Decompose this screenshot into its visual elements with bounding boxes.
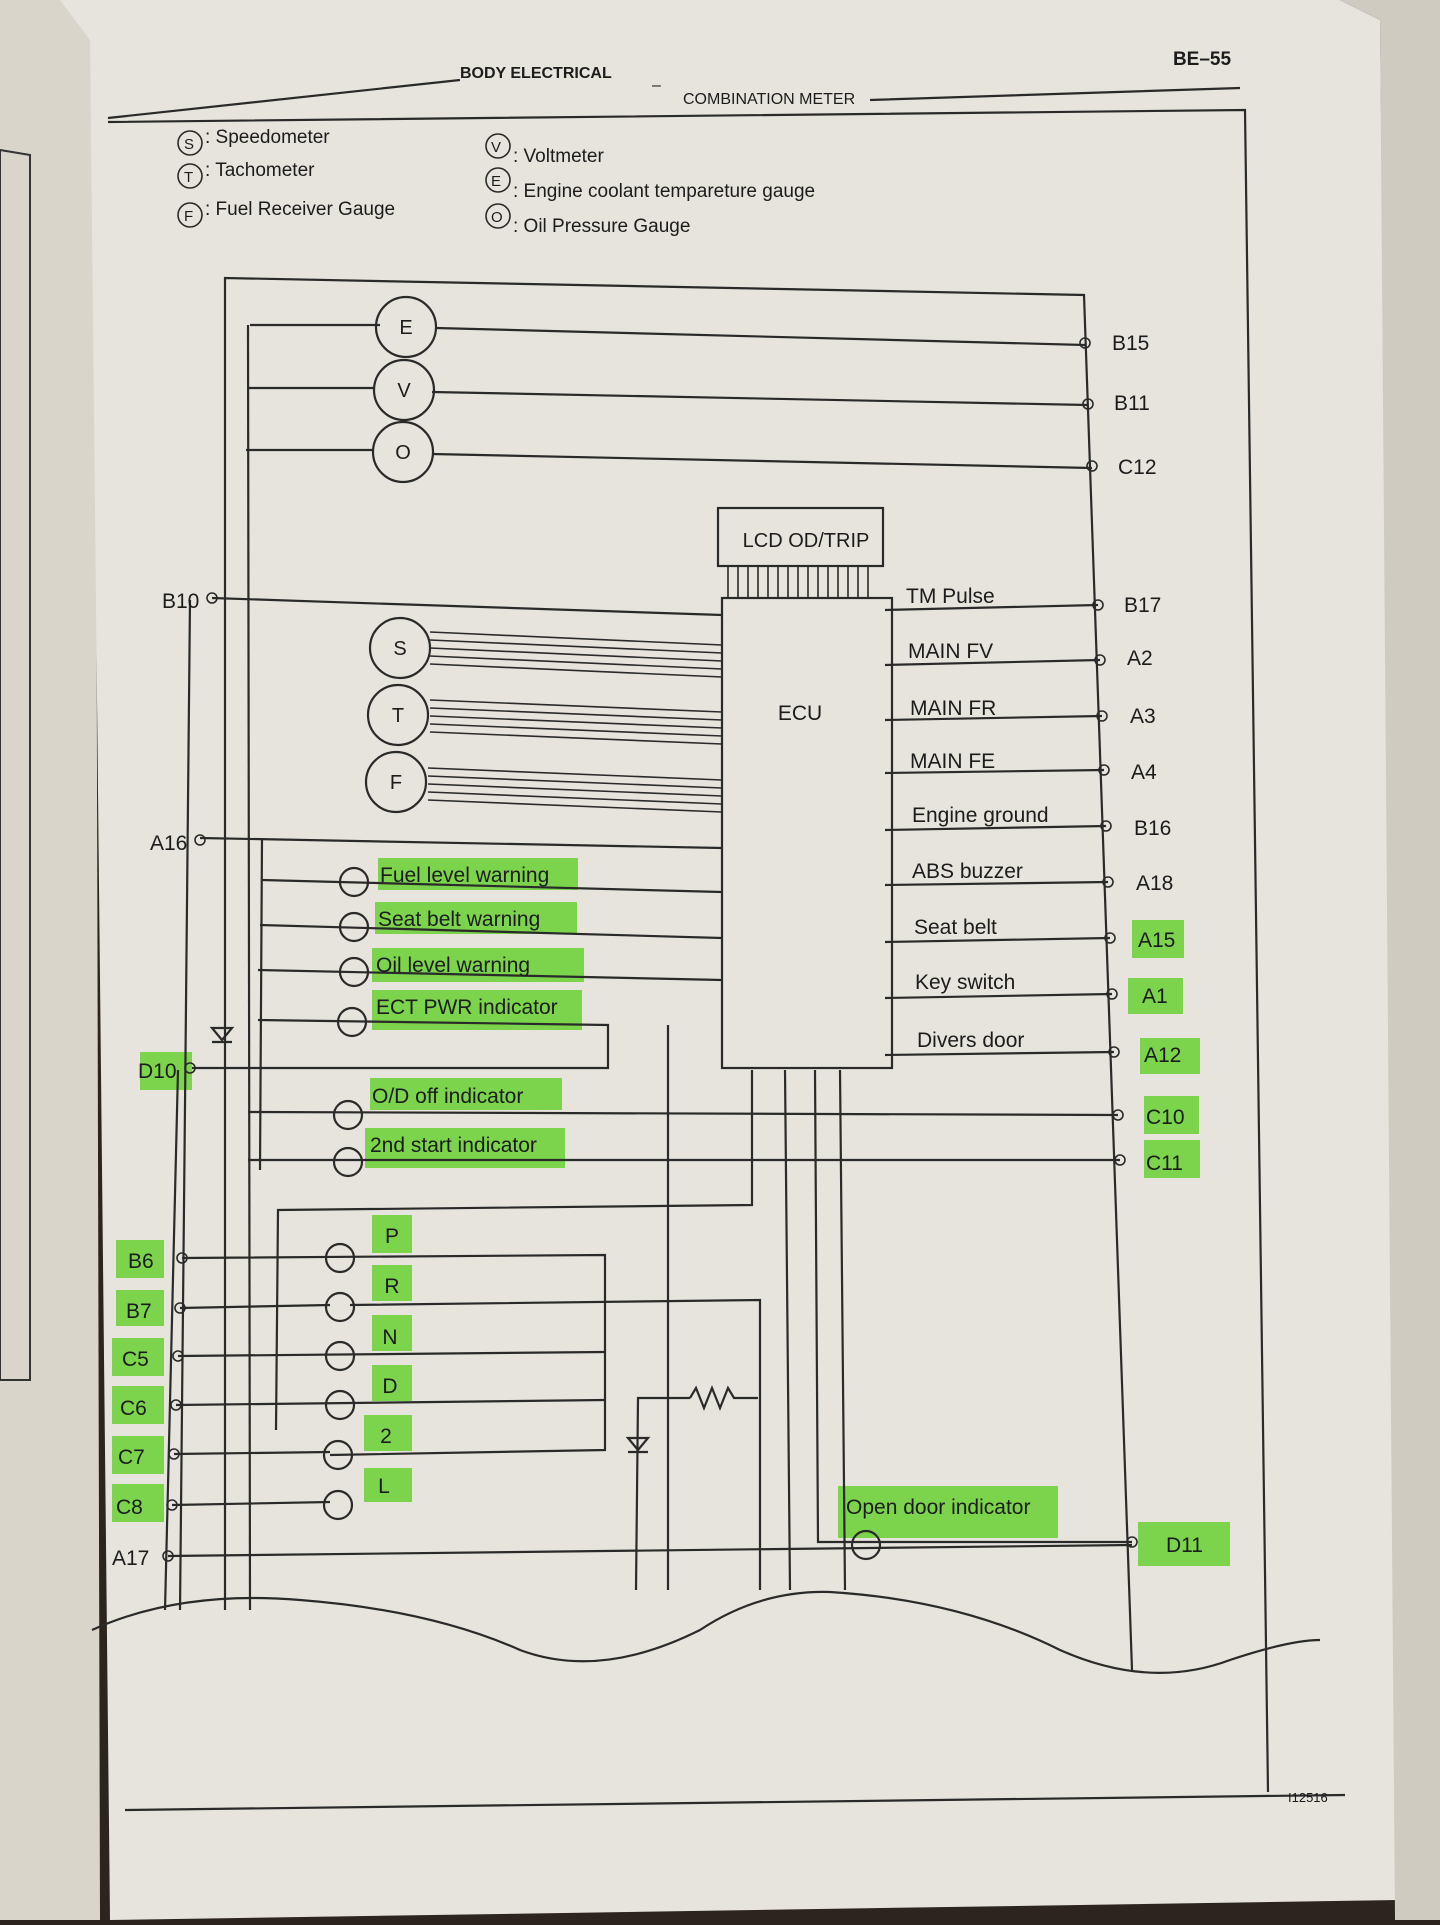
- terminal-b17: B17: [1124, 594, 1161, 617]
- signal-seat-belt: Seat belt: [914, 916, 997, 939]
- lcd-display: [716, 506, 885, 568]
- gauge-t-label: T: [392, 705, 404, 727]
- frame-top-right: [107, 108, 1270, 1793]
- gauge-o: O: [371, 420, 435, 484]
- legend-oil-pressure: : Oil Pressure Gauge: [513, 216, 690, 237]
- left-page-edge: [0, 0, 100, 1920]
- terminal-a15: A15: [1138, 929, 1175, 952]
- signal-key-switch: Key switch: [915, 971, 1015, 994]
- header-rule: [107, 78, 1241, 120]
- terminal-b15: B15: [1112, 332, 1149, 355]
- right-terminal-dots: [1079, 337, 1138, 1548]
- terminal-c7: C7: [118, 1446, 145, 1469]
- signal-abs-buzzer: ABS buzzer: [912, 860, 1023, 883]
- legend-fuel-gauge: : Fuel Receiver Gauge: [205, 199, 395, 220]
- terminal-b11: B11: [1114, 392, 1150, 415]
- page-number: BE–55: [1173, 49, 1232, 70]
- lcd-label: LCD OD/TRIP: [743, 530, 870, 552]
- terminal-d11: D11: [1166, 1534, 1203, 1557]
- signal-main-fe: MAIN FE: [910, 750, 995, 773]
- subsection-title: COMBINATION METER: [683, 91, 855, 108]
- signal-main-fv: MAIN FV: [908, 640, 993, 663]
- terminal-c12: C12: [1118, 456, 1157, 479]
- legend-e-symbol: E: [491, 173, 501, 190]
- legend-t-symbol: T: [184, 169, 193, 186]
- legend: S : Speedometer T : Tachometer F : Fuel …: [177, 127, 815, 237]
- gauge-v-label: V: [397, 380, 411, 402]
- terminal-a1: A1: [1142, 985, 1168, 1008]
- wiring: [91, 276, 1321, 1674]
- gear-d: D: [382, 1375, 397, 1398]
- terminal-b16: B16: [1134, 817, 1171, 840]
- gear-p: P: [385, 1225, 399, 1248]
- gear-r: R: [384, 1275, 399, 1298]
- terminal-a2: A2: [1127, 647, 1153, 670]
- terminal-a4: A4: [1131, 761, 1157, 784]
- terminal-a16: A16: [150, 832, 187, 855]
- ecu-block: LCD OD/TRIP ECU: [716, 506, 894, 1070]
- terminal-b10: B10: [162, 590, 199, 613]
- ecu-label: ECU: [778, 702, 822, 725]
- terminal-c6: C6: [120, 1397, 147, 1420]
- gear-2: 2: [380, 1425, 392, 1448]
- gauge-t: T: [366, 683, 430, 747]
- terminal-c8: C8: [116, 1496, 143, 1519]
- legend-v-symbol: V: [491, 139, 501, 156]
- legend-f-symbol: F: [184, 208, 193, 225]
- indicator-seat-belt: Seat belt warning: [378, 908, 540, 931]
- indicator-2nd-start: 2nd start indicator: [370, 1134, 537, 1157]
- indicator-od-off: O/D off indicator: [372, 1085, 523, 1108]
- indicator-lamps: [322, 866, 882, 1561]
- figure-id: I12516: [1288, 1790, 1328, 1805]
- terminal-c5: C5: [122, 1348, 149, 1371]
- signal-engine-ground: Engine ground: [912, 804, 1049, 827]
- frame-bottom: [124, 1793, 1346, 1812]
- terminal-a18: A18: [1136, 872, 1173, 895]
- legend-tachometer: : Tachometer: [205, 160, 315, 181]
- terminal-d10: D10: [138, 1060, 177, 1083]
- gauge-o-label: O: [395, 442, 411, 464]
- legend-s-symbol: S: [184, 136, 194, 153]
- terminal-a17: A17: [112, 1547, 149, 1570]
- indicator-ect-pwr: ECT PWR indicator: [376, 996, 558, 1019]
- gauge-v: V: [372, 358, 436, 422]
- section-title: BODY ELECTRICAL: [460, 65, 612, 82]
- indicator-open-door: Open door indicator: [846, 1496, 1030, 1519]
- indicator-fuel-level: Fuel level warning: [380, 864, 549, 887]
- signal-tm-pulse: TM Pulse: [906, 585, 995, 608]
- terminal-a3: A3: [1130, 705, 1156, 728]
- gear-l: L: [378, 1475, 390, 1498]
- gauge-e: E: [374, 295, 438, 359]
- gauge-f-label: F: [390, 772, 402, 794]
- signal-divers-door: Divers door: [917, 1029, 1024, 1052]
- gear-n: N: [382, 1326, 397, 1349]
- page-stack-edge: [1340, 0, 1440, 1920]
- indicator-oil-level: Oil level warning: [376, 954, 530, 977]
- terminal-b6: B6: [128, 1250, 154, 1273]
- gauge-f: F: [364, 750, 428, 814]
- gauge-s: S: [368, 616, 432, 680]
- ecu-box: [720, 596, 894, 1070]
- legend-coolant-gauge: : Engine coolant tempareture gauge: [513, 181, 815, 202]
- legend-speedometer: : Speedometer: [205, 127, 330, 148]
- terminal-b7: B7: [126, 1300, 152, 1323]
- left-terminal-dots: [162, 592, 218, 1562]
- highlighter-marks: [112, 858, 1230, 1566]
- terminal-a12: A12: [1144, 1044, 1181, 1067]
- legend-o-symbol: O: [491, 209, 503, 226]
- legend-voltmeter: : Voltmeter: [513, 146, 604, 167]
- gauge-s-label: S: [393, 638, 406, 660]
- gauge-e-label: E: [399, 317, 412, 339]
- title-separator: –: [652, 77, 661, 94]
- signal-main-fr: MAIN FR: [910, 697, 996, 720]
- left-page-border: [0, 148, 31, 1381]
- terminal-c11: C11: [1146, 1152, 1183, 1175]
- terminal-c10: C10: [1146, 1106, 1185, 1129]
